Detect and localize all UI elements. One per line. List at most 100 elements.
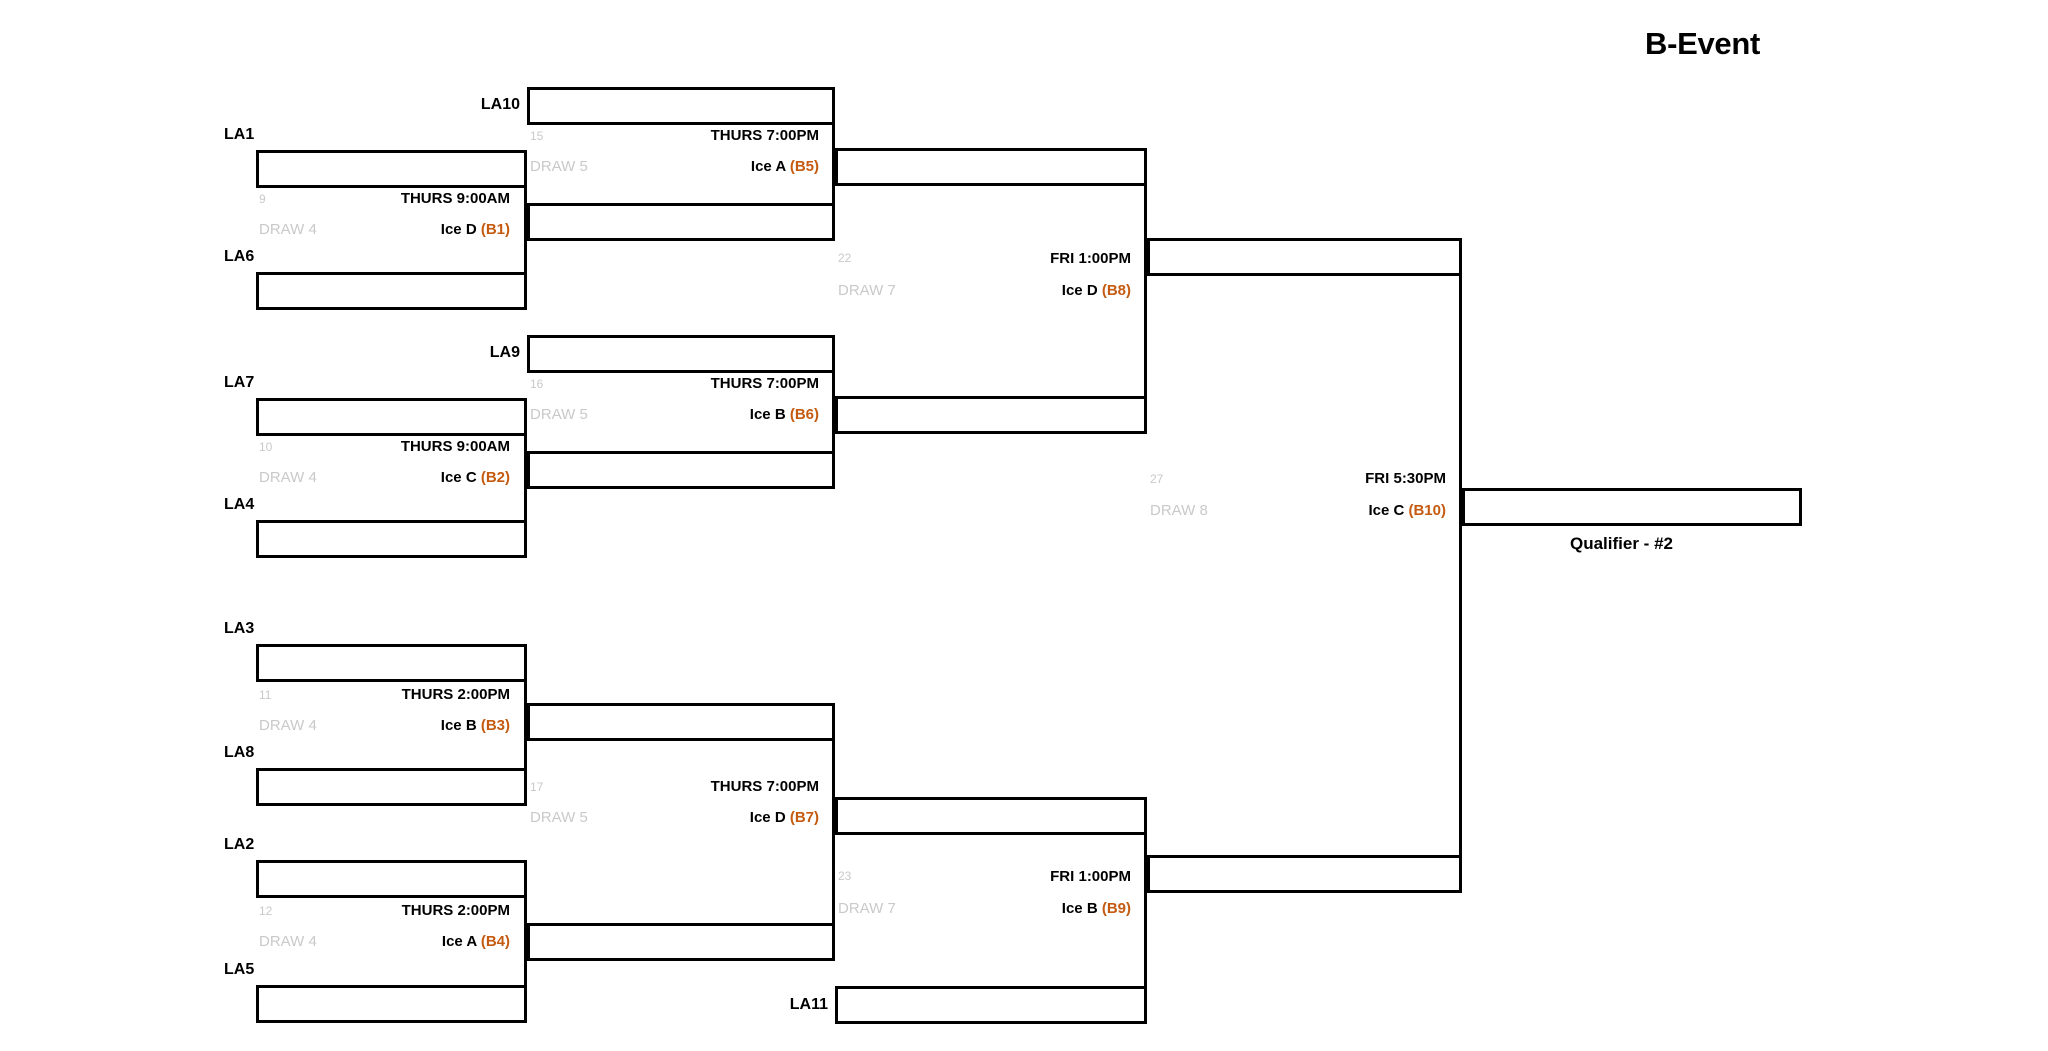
match-draw-10: DRAW 4 [259,469,317,486]
seed-label-la10: LA10 [480,96,520,113]
match-number-23: 23 [838,869,852,883]
match-time-12: THURS 2:00PM [401,902,510,919]
connector-match-16-stem [832,335,835,489]
qualifier-label: Qualifier - #2 [1570,534,1673,553]
connector-match-9-stem [524,150,527,310]
match-draw-17: DRAW 5 [530,809,588,826]
slot-la6[interactable] [256,272,527,310]
seed-label-la6: LA6 [224,248,255,265]
seed-label-la2: LA2 [224,836,255,853]
match-number-11: 11 [259,688,272,702]
match-number-27: 27 [1150,472,1164,486]
match-sheet-text-27: Ice C [1368,502,1405,519]
match-number-15: 15 [530,129,544,143]
match-number-22: 22 [838,251,852,265]
slot-qualifier-winner[interactable] [1462,488,1802,526]
seed-label-la1: LA1 [224,126,255,143]
match-sheet-text-16: Ice B [749,406,786,423]
seed-label-la9: LA9 [489,344,520,361]
slot-winner-match-10[interactable] [527,451,835,489]
slot-winner-match-15[interactable] [835,148,1147,186]
match-code-16: (B6) [789,406,819,423]
page-title: B-Event [1645,26,1761,61]
slot-la5[interactable] [256,985,527,1023]
match-sheet-27: Ice C (B10) [1151,503,1446,518]
slot-winner-match-9[interactable] [527,203,835,241]
match-sheet-23: Ice B (B9) [839,901,1131,916]
match-number-17: 17 [530,780,544,794]
connector-match-11-stem [524,644,527,806]
seed-label-la8: LA8 [224,744,255,761]
match-draw-27: DRAW 8 [1150,502,1208,519]
match-code-27: (B10) [1408,502,1446,519]
seed-label-la3: LA3 [224,620,255,637]
slot-la1[interactable] [256,150,527,188]
match-time-15: THURS 7:00PM [710,127,819,144]
match-time-9: THURS 9:00AM [400,190,510,207]
seed-label-la11: LA11 [789,996,828,1013]
match-sheet-10: Ice C (B2) [260,470,510,485]
match-sheet-text-23: Ice B [1061,900,1098,917]
seed-label-la7: LA7 [224,374,255,391]
match-code-15: (B5) [789,158,819,175]
match-sheet-text-12: Ice A [441,933,477,950]
match-sheet-9: Ice D (B1) [260,222,510,237]
seed-label-la5: LA5 [224,961,255,978]
connector-match-12-stem [524,860,527,1023]
slot-la4[interactable] [256,520,527,558]
slot-la3[interactable] [256,644,527,682]
match-draw-9: DRAW 4 [259,221,317,238]
match-number-10: 10 [259,440,273,454]
slot-la8[interactable] [256,768,527,806]
match-sheet-text-11: Ice B [440,717,477,734]
slot-winner-match-11[interactable] [527,703,835,741]
slot-winner-match-17[interactable] [835,797,1147,835]
slot-la2[interactable] [256,860,527,898]
slot-winner-match-23[interactable] [1147,855,1462,893]
slot-la9[interactable] [527,335,835,373]
seed-label-la4: LA4 [224,496,255,513]
slot-la7[interactable] [256,398,527,436]
match-sheet-17: Ice D (B7) [531,810,819,825]
match-code-22: (B8) [1101,282,1131,299]
match-sheet-11: Ice B (B3) [260,718,510,733]
connector-match-23-stem [1144,797,1147,1024]
match-time-16: THURS 7:00PM [710,375,819,392]
match-code-23: (B9) [1101,900,1131,917]
match-code-9: (B1) [480,221,510,238]
match-number-9: 9 [259,192,266,206]
connector-match-10-stem [524,398,527,558]
match-sheet-12: Ice A (B4) [260,934,510,949]
slot-winner-match-16[interactable] [835,396,1147,434]
match-time-23: FRI 1:00PM [1050,868,1131,885]
match-draw-22: DRAW 7 [838,282,896,299]
connector-match-15-stem [832,87,835,241]
match-time-27: FRI 5:30PM [1365,470,1446,487]
match-sheet-16: Ice B (B6) [531,407,819,422]
slot-la10[interactable] [527,87,835,125]
match-time-17: THURS 7:00PM [710,778,819,795]
match-draw-23: DRAW 7 [838,900,896,917]
match-code-11: (B3) [480,717,510,734]
slot-winner-match-22[interactable] [1147,238,1462,276]
match-sheet-text-15: Ice A [750,158,786,175]
match-draw-16: DRAW 5 [530,406,588,423]
match-number-12: 12 [259,904,273,918]
match-code-17: (B7) [789,809,819,826]
match-time-10: THURS 9:00AM [400,438,510,455]
match-draw-12: DRAW 4 [259,933,317,950]
match-code-10: (B2) [480,469,510,486]
match-time-22: FRI 1:00PM [1050,250,1131,267]
match-sheet-text-9: Ice D [440,221,477,238]
match-draw-15: DRAW 5 [530,158,588,175]
slot-la11[interactable] [835,986,1147,1024]
match-sheet-text-22: Ice D [1061,282,1098,299]
connector-match-17-stem [832,703,835,961]
match-sheet-text-10: Ice C [440,469,477,486]
connector-match-22-stem [1144,148,1147,434]
match-number-16: 16 [530,377,544,391]
slot-winner-match-12[interactable] [527,923,835,961]
match-sheet-22: Ice D (B8) [839,283,1131,298]
match-code-12: (B4) [480,933,510,950]
